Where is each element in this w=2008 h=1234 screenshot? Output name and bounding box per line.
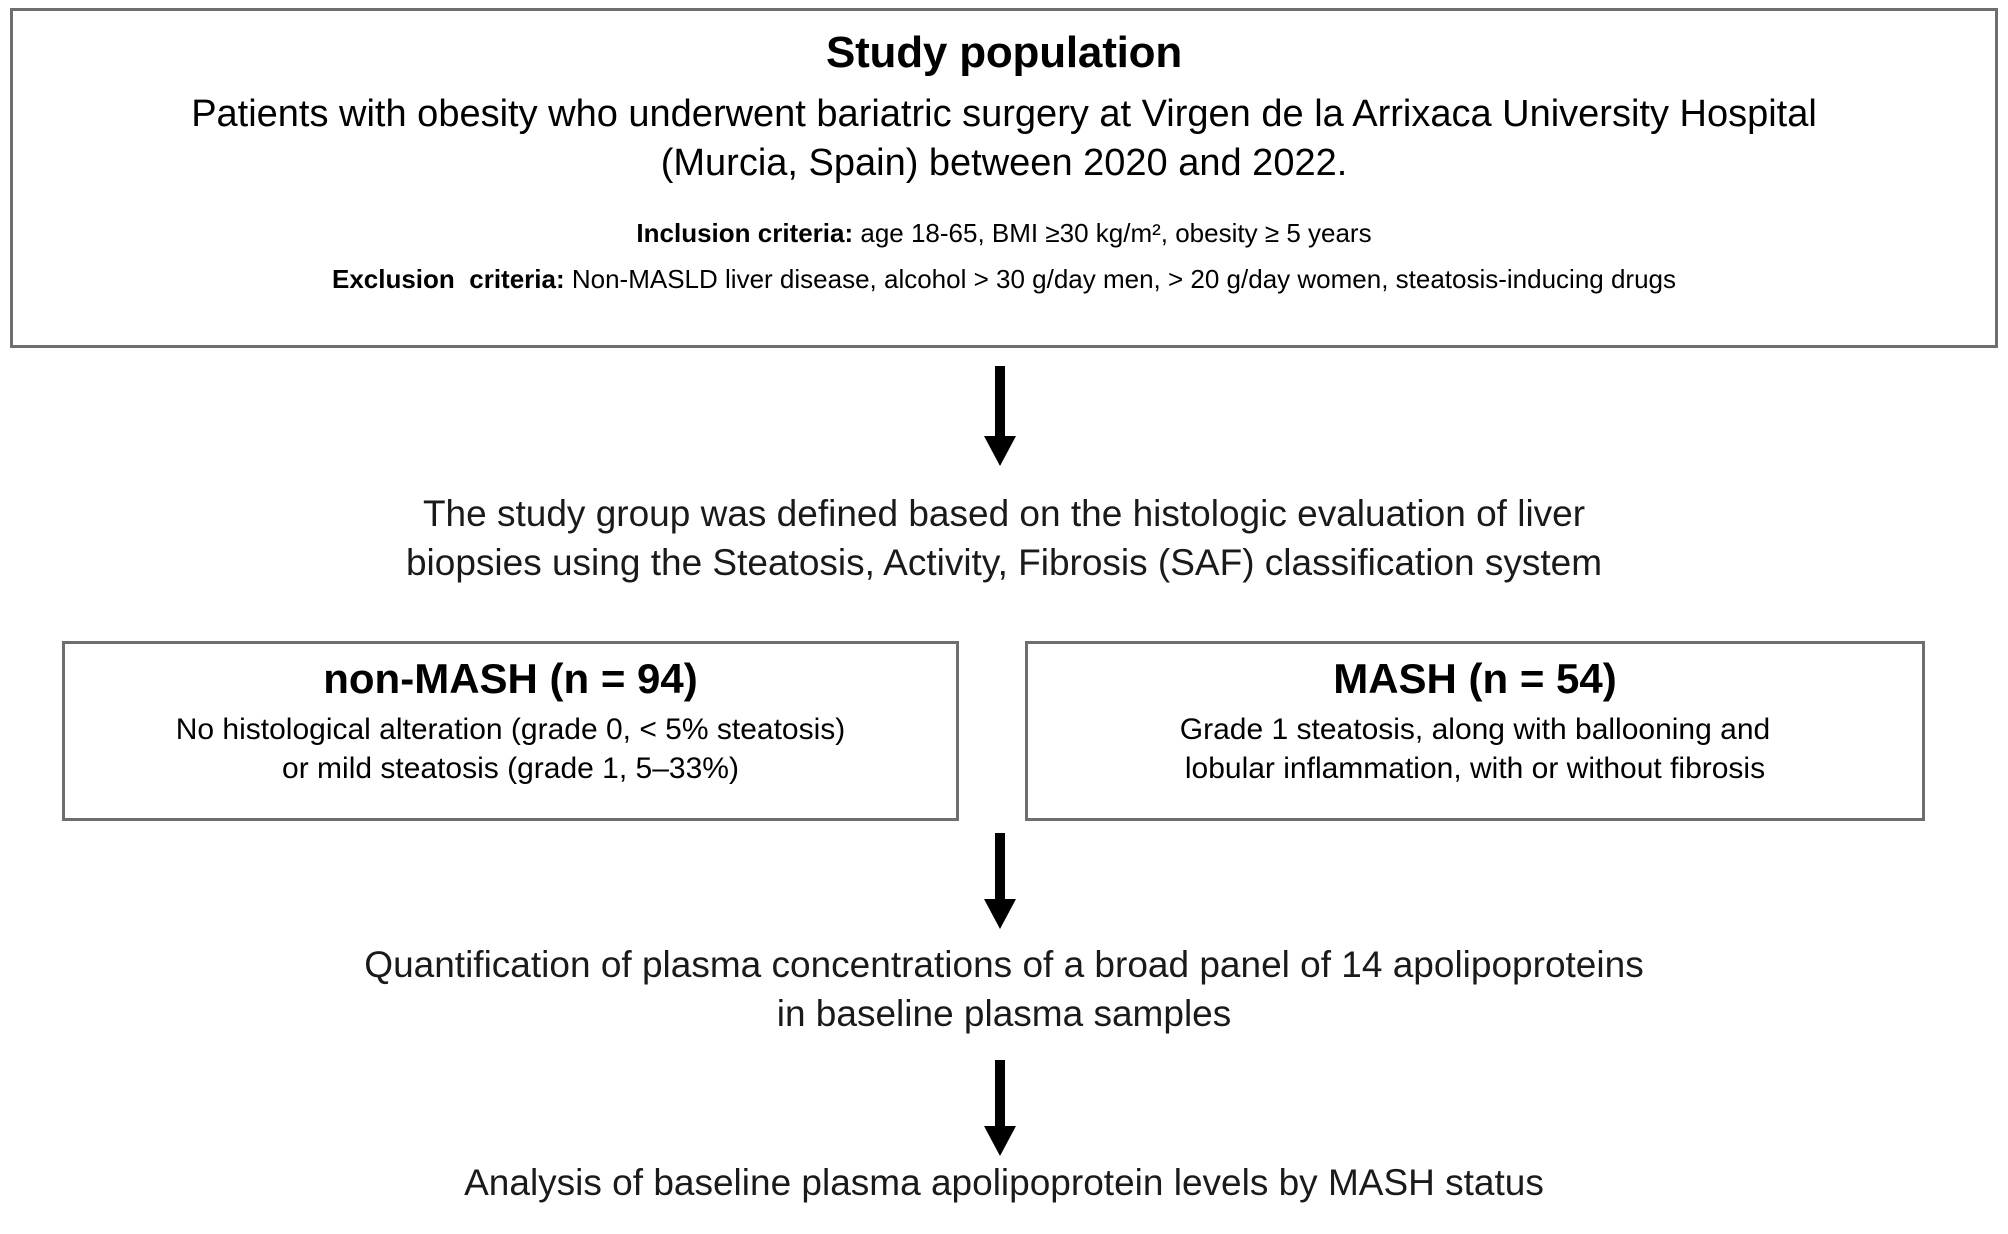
arrow-down-icon-3	[984, 1060, 1016, 1158]
inclusion-criteria-label: Inclusion criteria:	[636, 218, 854, 249]
mash-group-box: MASH (n = 54) Grade 1 steatosis, along w…	[1025, 641, 1925, 821]
study-population-title: Study population	[825, 28, 1183, 77]
mash-group-description: Grade 1 steatosis, along with ballooning…	[1179, 713, 1771, 786]
non-mash-group-description: No histological alteration (grade 0, < 5…	[175, 713, 846, 786]
non-mash-group-title: non-MASH (n = 94)	[323, 655, 698, 702]
exclusion-criteria-label: Exclusion criteria:	[331, 264, 565, 295]
inclusion-criteria: Inclusion criteria: age 18-65, BMI ≥30 k…	[636, 217, 1371, 251]
quantification-step-text: Quantification of plasma concentrations …	[364, 944, 1644, 1035]
study-population-box: Study population Patients with obesity w…	[10, 8, 1998, 348]
exclusion-criteria-text: Non-MASLD liver disease, alcohol > 30 g/…	[564, 264, 1677, 295]
study-population-description: Patients with obesity who underwent bari…	[191, 93, 1817, 184]
non-mash-group-box: non-MASH (n = 94) No histological altera…	[62, 641, 959, 821]
arrow-down-icon-1	[984, 366, 1016, 466]
classification-step-text: The study group was defined based on the…	[405, 493, 1603, 584]
arrow-shaft	[995, 833, 1005, 903]
arrow-head	[984, 899, 1016, 929]
arrow-down-icon-2	[984, 833, 1016, 931]
analysis-step-text: Analysis of baseline plasma apolipoprote…	[464, 1162, 1544, 1203]
arrow-head	[984, 1126, 1016, 1156]
arrow-head	[984, 436, 1016, 466]
exclusion-criteria: Exclusion criteria: Non-MASLD liver dise…	[332, 263, 1676, 297]
inclusion-criteria-text: age 18-65, BMI ≥30 kg/m², obesity ≥ 5 ye…	[853, 218, 1372, 249]
mash-group-title: MASH (n = 54)	[1333, 655, 1617, 702]
arrow-shaft	[995, 1060, 1005, 1130]
arrow-shaft	[995, 366, 1005, 440]
